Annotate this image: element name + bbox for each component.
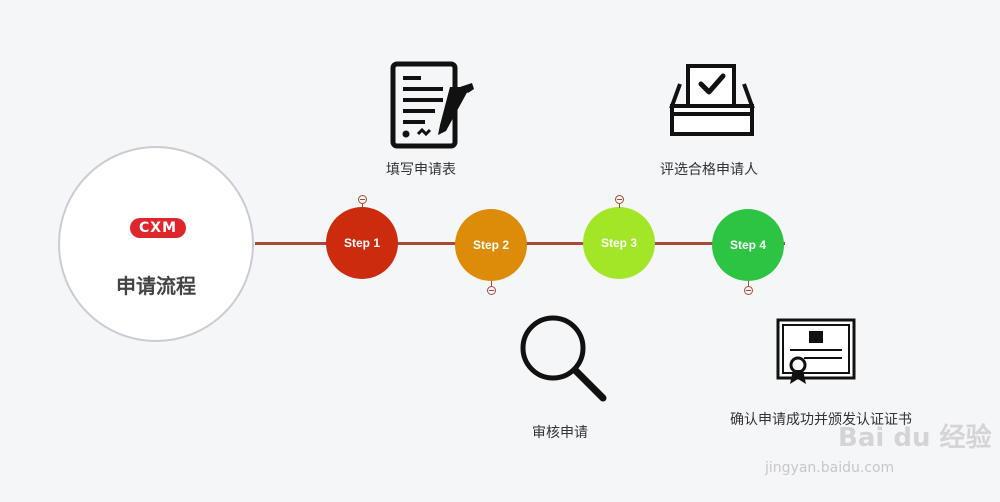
hub-title: 申请流程 (116, 274, 196, 298)
watermark-url: jingyan.baidu.com (765, 460, 895, 476)
step-1-caption: 填写申请表 (386, 162, 456, 178)
step-2-pin (487, 286, 496, 295)
step-2-caption: 审核申请 (532, 425, 588, 441)
baidu-watermark: Bai du 经验 (838, 423, 992, 453)
step-4-circle[interactable]: Step 4 (712, 209, 784, 281)
step-1-circle[interactable]: Step 1 (326, 207, 398, 279)
step-2-pin-stem (491, 281, 492, 286)
step-4-pin-stem (748, 281, 749, 286)
cxm-logo: CXM (130, 218, 186, 238)
process-hub: CXM 申请流程 (58, 146, 254, 342)
form-edit-icon (390, 61, 474, 149)
step-3-circle[interactable]: Step 3 (583, 207, 655, 279)
step-4-pin (744, 286, 753, 295)
step-4-caption: 确认申请成功并颁发认证证书 (730, 412, 912, 428)
step-2-circle[interactable]: Step 2 (455, 209, 527, 281)
step-3-pin-stem (619, 203, 620, 208)
step-1-pin-stem (362, 203, 363, 208)
certificate-icon (776, 318, 856, 384)
ballot-box-icon (669, 64, 755, 136)
step-3-caption: 评选合格申请人 (660, 162, 758, 178)
magnifier-icon (520, 315, 607, 402)
